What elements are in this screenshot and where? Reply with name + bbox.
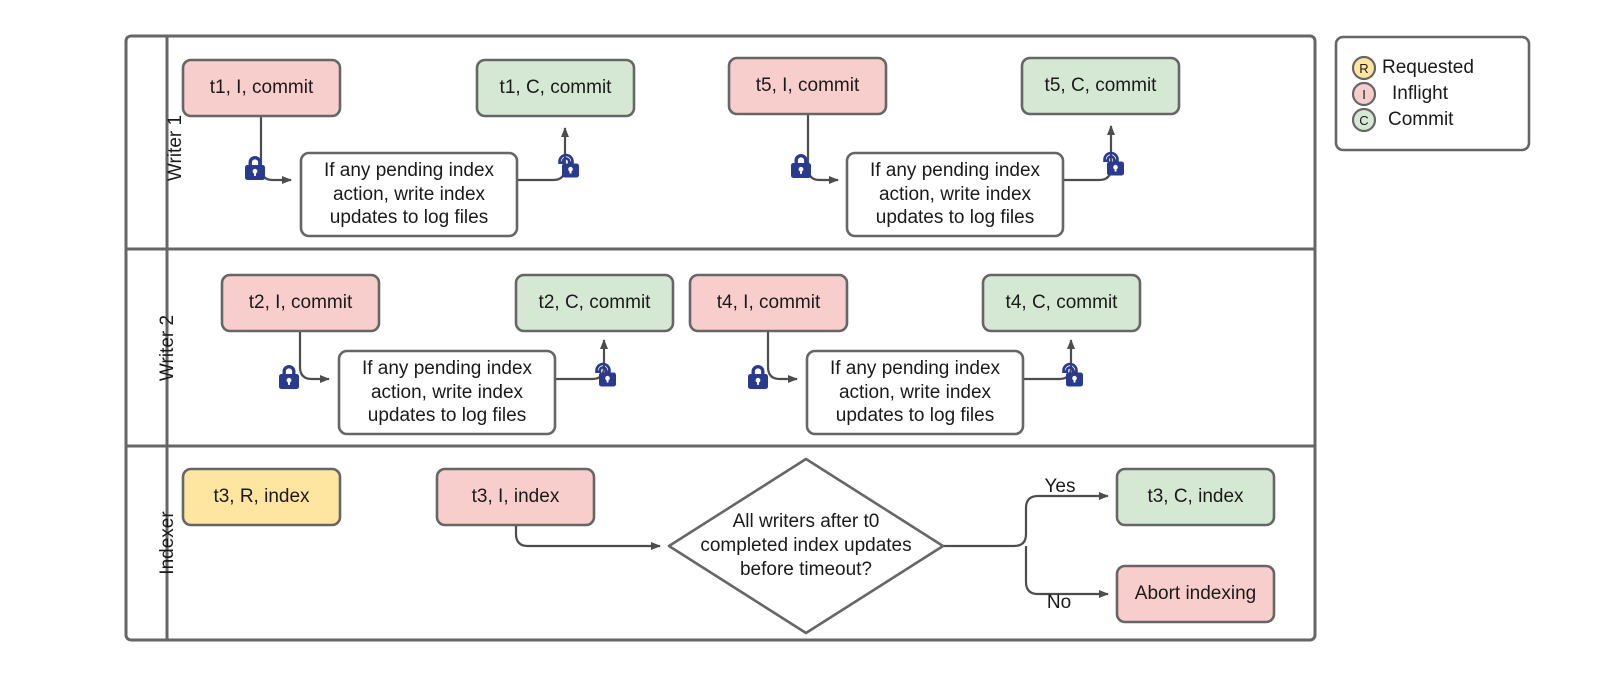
legend-label-inflight: Inflight — [1392, 83, 1448, 104]
node-idx-t3-requested — [181, 467, 342, 527]
lane-writer1-content — [181, 56, 1181, 238]
w2-edge-t4-to-process — [766, 331, 798, 383]
legend-panel — [1334, 35, 1531, 152]
w2-lock-release-left-icon — [595, 362, 616, 387]
w2-lock-acquire-left-icon — [279, 365, 299, 389]
node-w2-t2-commit — [514, 273, 675, 333]
legend-glyph-commit: C — [1359, 112, 1369, 128]
node-w2-process-left — [337, 349, 557, 436]
edge-label-yes: Yes — [1044, 476, 1076, 497]
node-w2-t2-inflight — [220, 273, 381, 333]
lane-label-indexer: Indexer — [157, 511, 178, 575]
node-w1-t5-commit — [1020, 56, 1181, 116]
w1-lock-acquire-left-icon — [245, 156, 265, 180]
lane-writer2-content — [220, 273, 1142, 436]
w1-lock-release-left-icon — [558, 153, 579, 178]
node-w1-process-left — [299, 151, 519, 238]
legend-label-commit: Commit — [1388, 109, 1454, 130]
w1-lock-release-right-icon — [1103, 151, 1124, 176]
node-w1-process-right — [845, 151, 1065, 238]
lane-indexer-content — [181, 457, 1276, 635]
node-idx-abort — [1115, 564, 1276, 624]
legend-swatch-requested — [1351, 55, 1377, 81]
w2-lock-release-right-icon — [1062, 362, 1083, 387]
node-w1-t1-inflight — [181, 58, 342, 118]
lane-label-writer2: Writer 2 — [157, 314, 178, 382]
w1-lock-acquire-right-icon — [791, 154, 811, 178]
node-w2-process-right — [805, 349, 1025, 436]
node-idx-t3-commit — [1115, 467, 1276, 527]
legend-label-requested: Requested — [1382, 57, 1474, 78]
legend-swatch-inflight — [1351, 81, 1377, 107]
w2-lock-acquire-right-icon — [748, 365, 768, 389]
edge-label-no: No — [1046, 592, 1072, 613]
legend-swatch-commit — [1351, 107, 1377, 133]
w2-edge-t2-to-process — [298, 331, 330, 383]
node-w1-t1-commit — [475, 58, 636, 118]
idx-edge-decision-no — [1024, 546, 1109, 598]
node-idx-decision — [667, 457, 945, 635]
idx-edge-t3inflight-to-decision — [514, 522, 661, 550]
node-idx-t3-inflight — [435, 467, 596, 527]
lane-label-writer1: Writer 1 — [165, 114, 186, 182]
legend-glyph-inflight: I — [1362, 86, 1366, 102]
legend-glyph-requested: R — [1359, 60, 1369, 76]
node-w1-t5-inflight — [727, 56, 888, 116]
node-w2-t4-commit — [981, 273, 1142, 333]
idx-edge-decision-yes — [943, 492, 1109, 548]
node-w2-t4-inflight — [688, 273, 849, 333]
